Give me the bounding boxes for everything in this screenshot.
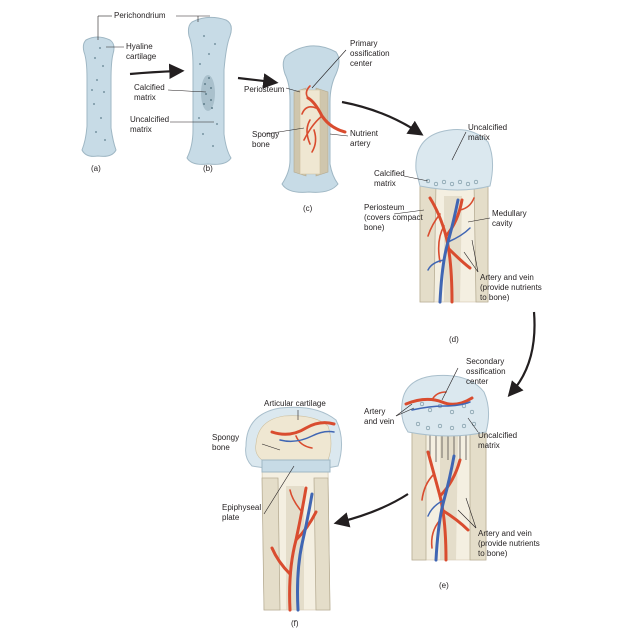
panel-d-medullary-cavity: (d) bbox=[415, 129, 494, 344]
panel-f-vessels bbox=[270, 421, 336, 612]
label-epiphyseal-plate: Epiphyseal plate bbox=[222, 503, 263, 522]
label-uncalcified-matrix-e: Uncalcified matrix bbox=[478, 431, 519, 450]
label-calcified-matrix-b: Calcified matrix bbox=[134, 83, 167, 102]
panel-c-label: (c) bbox=[303, 204, 313, 213]
label-periosteum-c: Periosteum bbox=[244, 85, 285, 94]
panel-a-label: (a) bbox=[91, 164, 101, 173]
label-medullary-cavity: Medullary cavity bbox=[492, 209, 529, 228]
label-secondary-ossification-center: Secondary ossification center bbox=[466, 357, 508, 386]
label-spongy-bone-c: Spongy bone bbox=[252, 130, 281, 149]
arrow-c-to-d bbox=[341, 100, 424, 136]
label-nutrient-artery: Nutrient artery bbox=[350, 129, 380, 148]
panel-d-calcified-cells bbox=[425, 178, 479, 187]
label-artery-vein-e-lower: Artery and vein (provide nutrients to bo… bbox=[478, 529, 542, 558]
label-calcified-matrix-d: Calcified matrix bbox=[374, 169, 407, 188]
label-artery-vein-e: Artery and vein bbox=[364, 407, 394, 426]
label-spongy-bone-f: Spongy bone bbox=[212, 433, 241, 452]
panel-f-epiphyseal-plate bbox=[261, 459, 331, 473]
label-uncalcified-matrix-d: Uncalcified matrix bbox=[468, 123, 509, 142]
step-arrows bbox=[129, 63, 536, 528]
arrow-b-to-c bbox=[237, 73, 279, 89]
panel-f-mature-bone: (f) bbox=[245, 406, 342, 628]
label-primary-ossification-center: Primary ossification center bbox=[350, 39, 392, 68]
panel-e-label: (e) bbox=[439, 581, 449, 590]
arrow-e-to-f bbox=[333, 493, 409, 528]
label-artery-vein-d: Artery and vein (provide nutrients to bo… bbox=[480, 273, 544, 302]
label-periosteum-d: Periosteum (covers compact bone) bbox=[364, 203, 425, 232]
panel-f-label: (f) bbox=[291, 619, 299, 628]
panel-b-calcified-cells bbox=[203, 77, 213, 109]
panel-d-vessels bbox=[427, 196, 475, 304]
arrow-a-to-b bbox=[129, 63, 185, 80]
panel-c-nutrient-vessels bbox=[301, 85, 347, 153]
panel-b-cartilage-calcifying: (b) bbox=[186, 16, 232, 173]
panel-a-cartilage-model: (a) bbox=[81, 36, 117, 173]
label-articular-cartilage: Articular cartilage bbox=[264, 399, 326, 408]
label-hyaline-cartilage: Hyaline cartilage bbox=[126, 42, 157, 61]
panel-b-label: (b) bbox=[203, 164, 213, 173]
arrow-d-to-e bbox=[507, 311, 536, 397]
panel-e-vessels bbox=[404, 391, 474, 562]
panel-c-primary-ossification: (c) bbox=[281, 45, 347, 213]
panel-b-chondrocytes bbox=[198, 35, 218, 147]
panel-d-label: (d) bbox=[449, 335, 459, 344]
label-perichondrium: Perichondrium bbox=[114, 11, 166, 20]
leader-lines bbox=[97, 15, 491, 529]
panel-e-secondary-ossification: (e) bbox=[401, 374, 490, 590]
text-labels: Perichondrium Hyaline cartilage Calcifie… bbox=[114, 11, 544, 558]
panel-a-chondrocytes bbox=[91, 47, 106, 141]
label-uncalcified-matrix-b: Uncalcified matrix bbox=[130, 115, 171, 134]
